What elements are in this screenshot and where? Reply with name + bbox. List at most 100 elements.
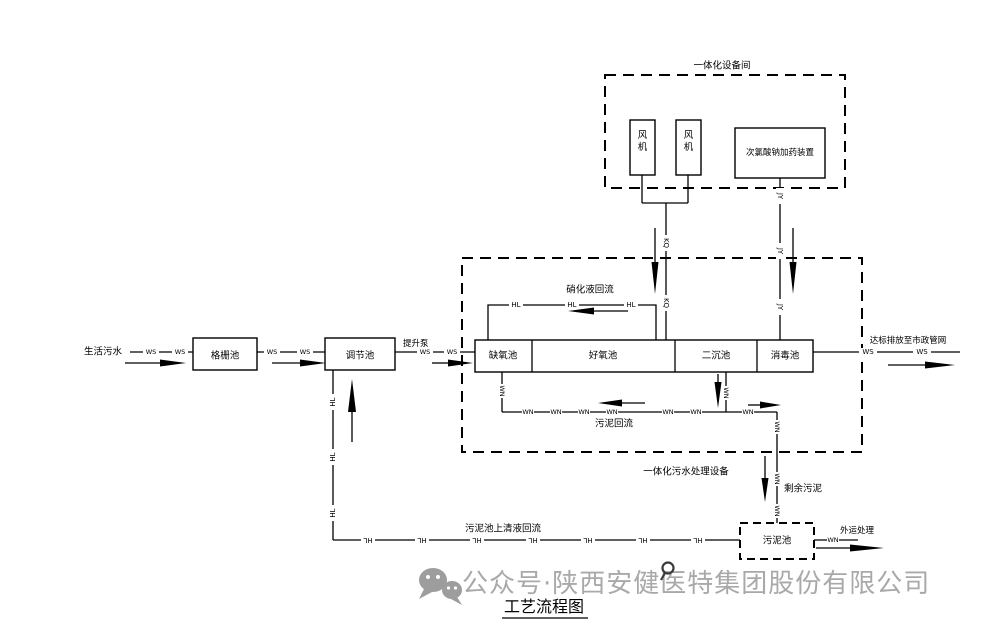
pipe-label-gap [662, 408, 674, 416]
screen-tank-box [192, 337, 258, 371]
down-arrow-icon [789, 262, 797, 294]
wechat-eye [426, 575, 430, 579]
secondary-clarifier-label: 二沉池 [702, 350, 731, 362]
right-arrow-icon [925, 361, 955, 369]
pipe-label-gap [444, 348, 460, 356]
pipe-code-hl: HL [417, 536, 426, 544]
wechat-eye [436, 575, 440, 579]
pipe-label-gap [550, 408, 562, 416]
pipe-code-jy: JY [776, 192, 784, 200]
down-arrow-icon [714, 382, 722, 408]
nitrified-return-label: 硝化液回流 [566, 284, 614, 296]
nitrified-return: HL HL HL 硝化液回流 [487, 284, 657, 340]
pipe-code-wn: WN [742, 408, 753, 416]
pipe-label-gap [172, 348, 188, 356]
effluent-line: WS WS 达标排放至市政管网 [813, 335, 960, 369]
pipe-code-wn: WN [722, 387, 730, 398]
magnifier-icon [660, 561, 675, 581]
pipe-label-gap [624, 301, 638, 309]
pipe-label-gap [329, 449, 337, 465]
pipe-label-gap [690, 408, 702, 416]
pipe-label-gap [606, 408, 618, 416]
pipe-code-kq: KQ [662, 298, 670, 309]
fan-left-label: 风机 [638, 130, 648, 153]
pipe-label-gap [329, 394, 337, 410]
pipe-label-gap [913, 348, 931, 357]
pipe-code-ws: WS [916, 348, 928, 356]
pipe-code-jy: JY [776, 247, 784, 255]
pipe-code-hl: HL [363, 536, 372, 544]
air-piping: KQ KQ [641, 175, 689, 340]
pipe-label-gap [773, 504, 781, 518]
disinfection-tank-label: 消毒池 [771, 350, 800, 362]
pipe-code-wn: WN [690, 408, 701, 416]
aerobic-tank-label: 好氧池 [589, 350, 618, 362]
pipe-label-gap [742, 408, 754, 416]
supernatant-return-label: 污泥池上清液回流 [465, 523, 542, 535]
pipe-code-hl: HL [329, 508, 337, 517]
sludge-return-label: 污泥回流 [595, 418, 634, 430]
pipe-label-gap [578, 408, 590, 416]
drawing-title-text: 工艺流程图 [504, 597, 584, 616]
pipe-label-gap [526, 536, 540, 544]
pipe-code-ws: WS [420, 348, 431, 356]
pipe-label-gap [827, 536, 839, 544]
right-arrow-icon [300, 359, 326, 367]
pipe-code-ws: WS [300, 348, 311, 356]
wechat-bubble-large [419, 568, 447, 592]
sludge-tank: 污泥池 WN 外运处理 [739, 522, 884, 560]
pipe-code-wn: WN [662, 408, 673, 416]
right-arrow-icon [850, 544, 884, 552]
wechat-eye [446, 586, 451, 590]
pipe-label-gap [691, 536, 705, 544]
equipment-room: 一体化设备间 风机 风机 次氯酸钠加药装置 [604, 60, 846, 189]
pipe-label-gap [776, 243, 784, 259]
pipe-label-gap [722, 386, 730, 400]
wechat-bubble-small [442, 581, 462, 599]
wechat-bubble-tail [451, 597, 462, 605]
regulating-tank-box [324, 337, 396, 371]
pipe-code-hl: HL [329, 452, 337, 461]
pipe-label-gap [522, 408, 534, 416]
equipment-room-border [604, 74, 846, 189]
pipe-label-gap [565, 301, 579, 309]
excess-sludge-line: WN WN WN 剩余污泥 [761, 412, 823, 523]
watermark: 公众号·陕西安健医特集团股份有限公司 [419, 561, 929, 605]
return-pipe [487, 304, 657, 340]
pipe-code-wn: WN [773, 421, 781, 432]
magnifier-handle [660, 572, 666, 581]
effluent-label: 达标排放至市政管网 [870, 335, 947, 346]
pipe-code-wn: WN [773, 473, 781, 484]
pipe-label-gap [297, 348, 313, 356]
anoxic-tank-label: 缺氧池 [489, 350, 518, 362]
fan-right-label: 风机 [684, 130, 694, 153]
pipe-label-gap [581, 536, 595, 544]
pipe-label-gap [498, 384, 506, 398]
treatment-train-box [474, 339, 814, 373]
screen-tank-label: 格栅池 [211, 350, 240, 362]
pipe-label-gap [264, 348, 280, 356]
sludge-tank-label: 污泥池 [763, 535, 792, 547]
pipe-label-gap [470, 536, 484, 544]
pipe-label-gap [329, 505, 337, 521]
pipe-code-wn: WN [773, 505, 781, 516]
wechat-icon [419, 568, 462, 605]
pipe-code-wn: WN [522, 408, 533, 416]
pipe-code-ws: WS [267, 348, 278, 356]
sludge-return: WN WN WN WN WN WN WN WN WN 污泥回流 [498, 372, 781, 430]
pipe-label-gap [636, 536, 650, 544]
pipe-code-ws: WS [862, 348, 874, 356]
dosing-piping: JY JY JY [776, 178, 797, 340]
main-flow: 生活污水 格栅池 调节池 提升泵 WS WS WS WS WS WS [84, 337, 814, 373]
up-arrow-icon [348, 379, 356, 412]
pipe-code-hl: HL [528, 536, 537, 544]
ws-pipe-marks: WS WS WS WS WS WS [143, 348, 460, 356]
sludge-tank-border [739, 522, 815, 560]
influent-label: 生活污水 [84, 346, 123, 358]
pipe-code-wn: WN [827, 536, 838, 544]
pipe-label-gap [776, 188, 784, 204]
pipe-label-gap [662, 235, 670, 251]
integrated-unit-label: 一体化污水处理设备 [643, 466, 729, 478]
lift-pump-label: 提升泵 [403, 338, 429, 349]
